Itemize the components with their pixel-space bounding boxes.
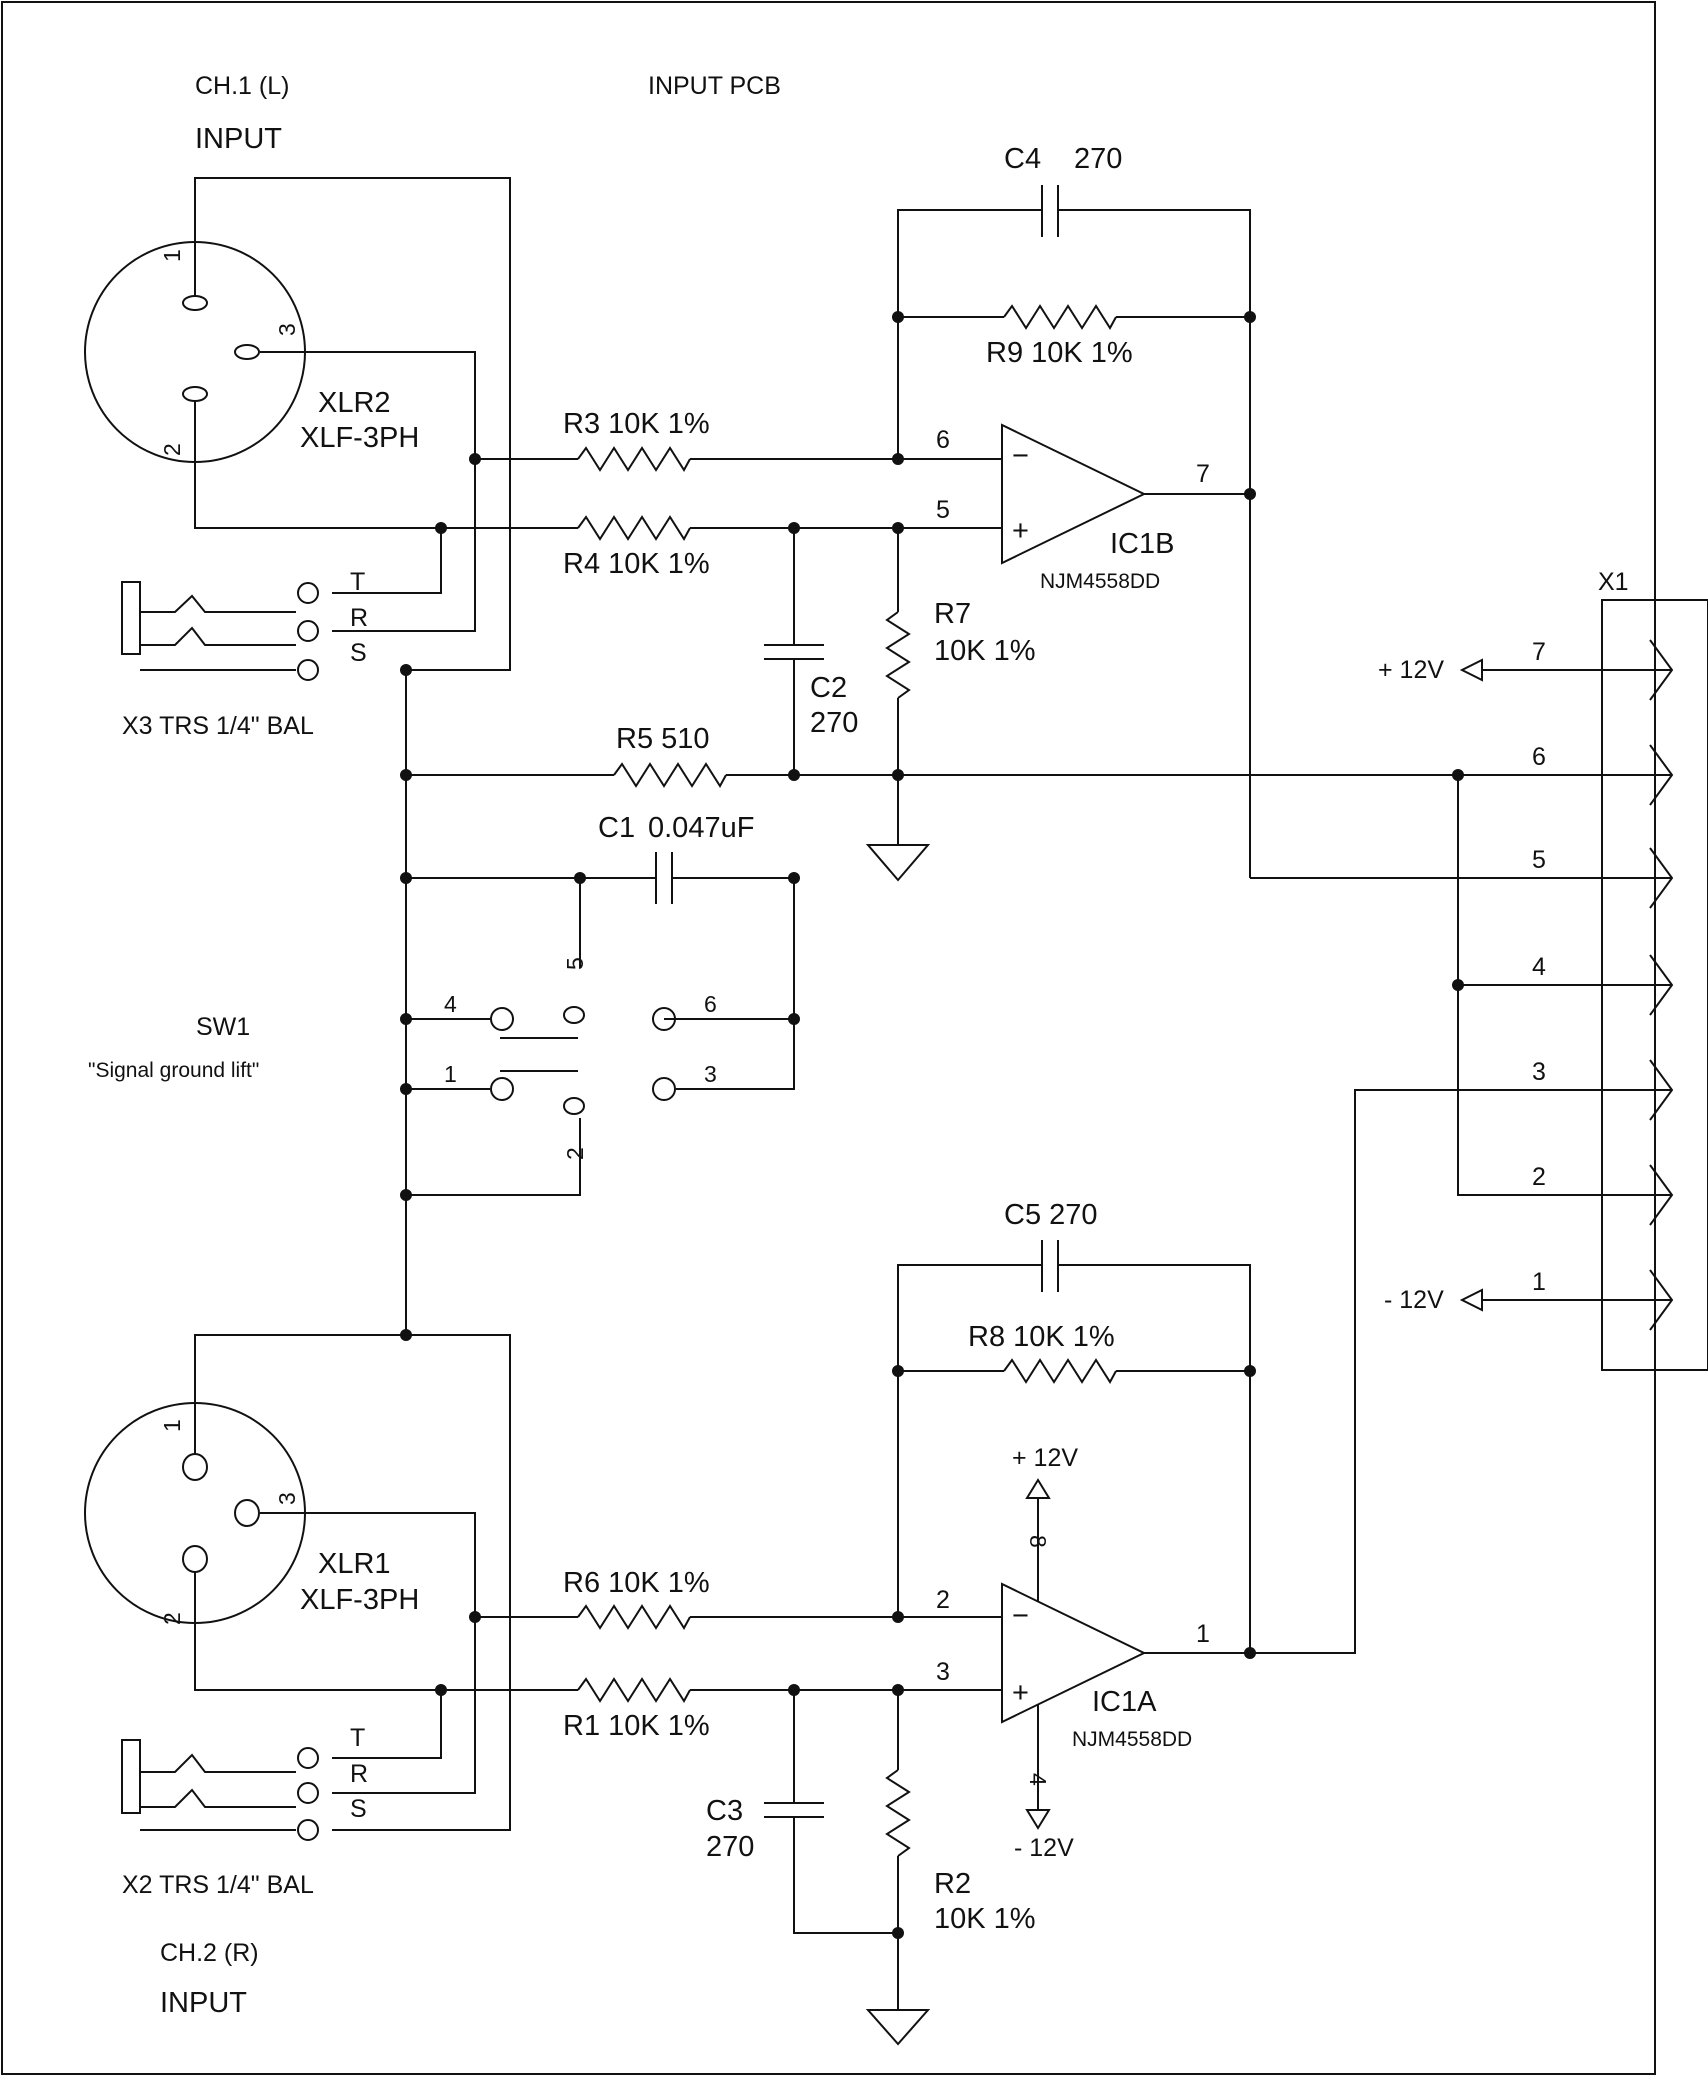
c2-name: C2: [810, 672, 847, 704]
x1-pin6: 6: [1532, 743, 1546, 771]
xlr1-name: XLR1: [318, 1548, 391, 1580]
sw1-label: SW1: [196, 1013, 250, 1041]
c4-value: 270: [1074, 143, 1122, 175]
sw1-pin2: 2: [562, 1147, 588, 1160]
sw1-switch: [490, 1006, 676, 1115]
x1-pin-markers: [1602, 639, 1674, 1331]
x2-label: X2 TRS 1/4" BAL: [122, 1871, 314, 1899]
r7-value: 10K 1%: [934, 635, 1036, 667]
ic1b-pin6: 6: [936, 426, 950, 454]
sw1-pin6: 6: [704, 991, 717, 1017]
ch2-label: CH.2 (R): [160, 1939, 259, 1967]
svg-text:−: −: [1012, 1600, 1029, 1632]
x1-pin4: 4: [1532, 953, 1546, 981]
ic1a-pin1: 1: [1196, 1620, 1210, 1648]
xlr1-type: XLF-3PH: [300, 1584, 419, 1616]
xlr2-pin1: 1: [159, 249, 185, 262]
c1-value: 0.047uF: [648, 812, 754, 844]
xlr2-name: XLR2: [318, 387, 391, 419]
r1-label: R1 10K 1%: [563, 1710, 710, 1742]
ch2-input-label: INPUT: [160, 1987, 247, 2019]
sw1-pin3: 3: [704, 1061, 717, 1087]
xlr2-type: XLF-3PH: [300, 422, 419, 454]
xlr2-pin3: 3: [274, 323, 300, 336]
ic1a-part: NJM4558DD: [1072, 1728, 1192, 1751]
c3-name: C3: [706, 1795, 743, 1827]
ic1a-pin3: 3: [936, 1658, 950, 1686]
ic1a-pin4: 4: [1025, 1773, 1051, 1786]
xlr1-pin1: 1: [159, 1419, 185, 1432]
r2-name: R2: [934, 1868, 971, 1900]
ic1a-opamp: [1001, 1582, 1147, 1724]
xlr1-pin2: 2: [159, 1612, 185, 1625]
ch1-label: CH.1 (L): [195, 72, 289, 100]
ic1a-pin8: 8: [1025, 1535, 1051, 1548]
c2-value: 270: [810, 707, 858, 739]
svg-text:+: +: [1012, 1677, 1029, 1709]
r5-label: R5 510: [616, 723, 710, 755]
ic1a-name: IC1A: [1092, 1686, 1157, 1718]
junction-dots: [400, 311, 1464, 1939]
ic1b-part: NJM4558DD: [1040, 570, 1160, 593]
page-border: [1, 1, 1656, 2075]
xlr2-pin2: 2: [159, 443, 185, 456]
ic1b-pin5: 5: [936, 496, 950, 524]
r4-label: R4 10K 1%: [563, 548, 710, 580]
ic1a-supply-minus: - 12V: [1014, 1834, 1074, 1862]
x1-supply-plus: + 12V: [1378, 656, 1444, 684]
r8-label: R8 10K 1%: [968, 1321, 1115, 1353]
x2-pin-t: T: [350, 1724, 365, 1752]
x1-label: X1: [1598, 568, 1629, 596]
xlr1-pin3: 3: [274, 1492, 300, 1505]
svg-text:−: −: [1012, 440, 1029, 472]
ic1a-pin2: 2: [936, 1586, 950, 1614]
svg-text:+: +: [1012, 515, 1029, 547]
r3-label: R3 10K 1%: [563, 408, 710, 440]
sw1-pin1: 1: [444, 1061, 457, 1087]
r2-value: 10K 1%: [934, 1903, 1036, 1935]
ic1b-pin7: 7: [1196, 460, 1210, 488]
sw1-desc: "Signal ground lift": [88, 1059, 259, 1082]
r6-label: R6 10K 1%: [563, 1567, 710, 1599]
r9-label: R9 10K 1%: [986, 337, 1133, 369]
x3-pin-t: T: [350, 568, 365, 596]
ic1b-opamp: [1001, 423, 1147, 565]
x1-pin3: 3: [1532, 1058, 1546, 1086]
x3-label: X3 TRS 1/4" BAL: [122, 712, 314, 740]
c3-value: 270: [706, 1831, 754, 1863]
x2-trs-jack: [121, 1739, 319, 1841]
ic1a-supply-plus: + 12V: [1012, 1444, 1078, 1472]
input-pcb-label: INPUT PCB: [648, 72, 781, 100]
x1-pin5: 5: [1532, 846, 1546, 874]
x2-pin-s: S: [350, 1795, 367, 1823]
x3-pin-r: R: [350, 604, 368, 632]
ch1-input-label: INPUT: [195, 123, 282, 155]
r7-name: R7: [934, 598, 971, 630]
ic1b-name: IC1B: [1110, 528, 1174, 560]
x1-supply-minus: - 12V: [1384, 1286, 1444, 1314]
c1-name: C1: [598, 812, 635, 844]
x3-trs-jack: [121, 581, 319, 681]
x3-pin-s: S: [350, 639, 367, 667]
x1-pin1: 1: [1532, 1268, 1546, 1296]
x1-pin2: 2: [1532, 1163, 1546, 1191]
x2-pin-r: R: [350, 1760, 368, 1788]
sw1-pin5: 5: [562, 957, 588, 970]
c5-label: C5 270: [1004, 1199, 1098, 1231]
c4-name: C4: [1004, 143, 1041, 175]
sw1-pin4: 4: [444, 991, 457, 1017]
x1-pin7: 7: [1532, 638, 1546, 666]
